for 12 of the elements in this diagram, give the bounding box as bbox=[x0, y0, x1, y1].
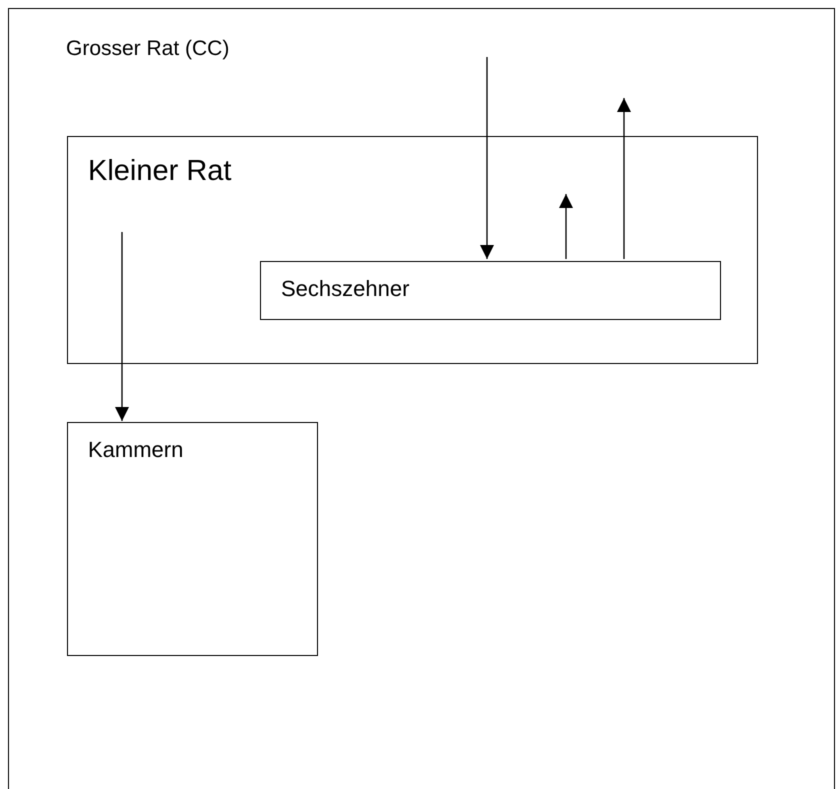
arrow bbox=[617, 98, 631, 259]
arrow bbox=[559, 194, 573, 259]
box-title: Grosser Rat (CC) bbox=[66, 37, 230, 61]
arrow bbox=[480, 57, 494, 259]
box-title: Kleiner Rat bbox=[88, 155, 232, 188]
group-box bbox=[260, 261, 721, 320]
group-box bbox=[67, 422, 318, 656]
box-title: Sechszehner bbox=[281, 276, 410, 302]
group-box bbox=[8, 8, 835, 789]
arrow bbox=[115, 232, 129, 421]
group-box bbox=[67, 136, 758, 364]
box-title: Kammern bbox=[88, 437, 184, 463]
